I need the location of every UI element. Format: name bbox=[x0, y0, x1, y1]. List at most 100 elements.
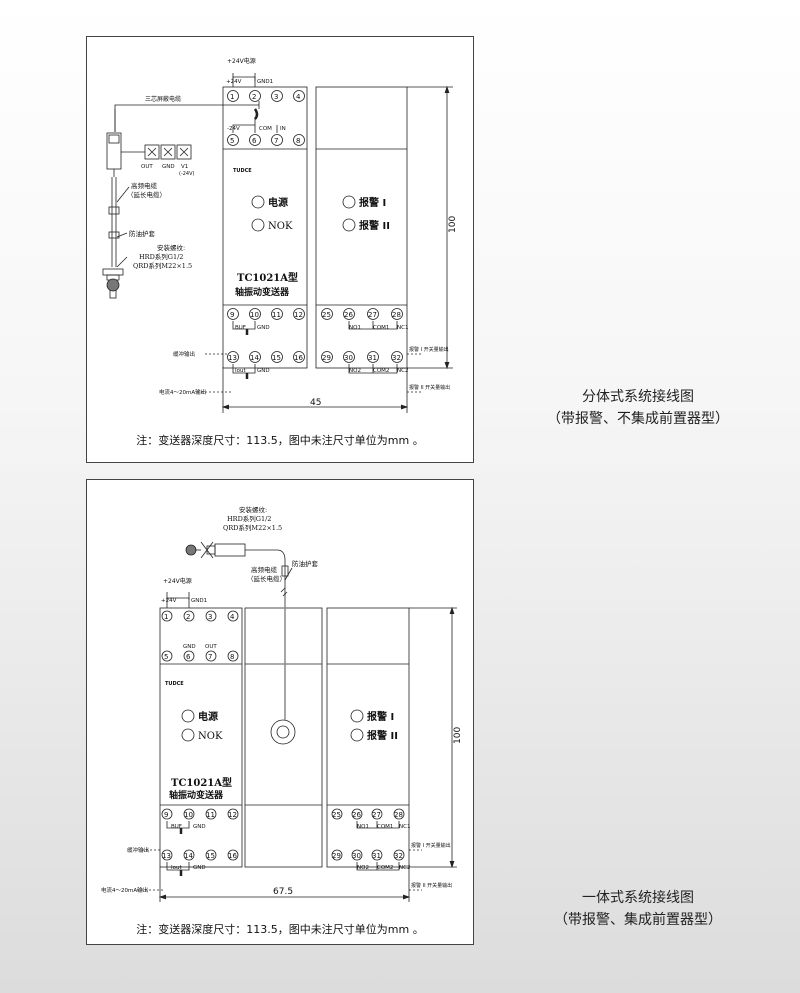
alarm2-led bbox=[342, 218, 356, 232]
svg-text:高频电缆: 高频电缆 bbox=[131, 181, 158, 190]
svg-text:NC1: NC1 bbox=[399, 824, 410, 830]
svg-text:COM1: COM1 bbox=[377, 824, 393, 830]
alarm2-label: 报警 II bbox=[359, 219, 390, 232]
svg-text:12: 12 bbox=[294, 311, 303, 319]
svg-text:30: 30 bbox=[352, 852, 361, 860]
svg-text:NC2: NC2 bbox=[399, 865, 410, 871]
svg-text:NC2: NC2 bbox=[397, 368, 408, 374]
svg-text:31: 31 bbox=[372, 852, 381, 860]
svg-text:+24V: +24V bbox=[161, 598, 177, 604]
svg-text:11: 11 bbox=[206, 811, 215, 819]
caption-title: 一体式系统接线图 bbox=[582, 890, 694, 906]
model-name: 轴振动变送器 bbox=[235, 286, 290, 298]
svg-text:26: 26 bbox=[352, 811, 361, 819]
diagram-panel-split: +24V电源 +24V GND1 1 2 3 4 5 6 7 8 -24V CO… bbox=[86, 36, 474, 463]
svg-text:1: 1 bbox=[164, 613, 168, 621]
height-dimension: 100 bbox=[453, 727, 463, 744]
svg-text:3: 3 bbox=[208, 613, 212, 621]
svg-text:COM1: COM1 bbox=[373, 325, 389, 331]
svg-text:25: 25 bbox=[322, 311, 331, 319]
transmitter-module bbox=[222, 86, 308, 369]
probe-cable-label: 三芯屏蔽电缆 bbox=[145, 95, 181, 103]
svg-text:8: 8 bbox=[230, 653, 234, 661]
model-name: 轴振动变送器 bbox=[169, 789, 224, 801]
svg-text:15: 15 bbox=[272, 354, 281, 362]
svg-text:2: 2 bbox=[252, 93, 256, 101]
svg-text:高频电缆: 高频电缆 bbox=[251, 565, 278, 574]
height-dimension: 100 bbox=[448, 216, 458, 233]
alarm1-led bbox=[342, 195, 356, 209]
nok-led-label: NOK bbox=[268, 221, 293, 232]
alarm1-out-label: 报警 I 开关量输出 bbox=[411, 842, 451, 849]
model-label: TC1021A型 bbox=[237, 271, 298, 284]
svg-text:(-24V): (-24V) bbox=[179, 171, 195, 177]
svg-text:14: 14 bbox=[250, 354, 259, 362]
svg-text:NO2: NO2 bbox=[357, 865, 369, 871]
svg-text:14: 14 bbox=[184, 852, 193, 860]
alarm2-out-label: 报警 II 开关量输出 bbox=[409, 384, 450, 391]
nok-led bbox=[181, 728, 195, 742]
svg-text:11: 11 bbox=[272, 311, 281, 319]
alarm2-led bbox=[350, 728, 364, 742]
svg-text:9: 9 bbox=[164, 811, 168, 819]
svg-text:1: 1 bbox=[230, 93, 234, 101]
svg-text:防油护套: 防油护套 bbox=[129, 229, 156, 238]
svg-text:15: 15 bbox=[206, 852, 215, 860]
depth-note: 注：变送器深度尺寸：113.5，图中未注尺寸单位为mm 。 bbox=[136, 434, 424, 447]
svg-text:9: 9 bbox=[230, 311, 234, 319]
svg-text:防油护套: 防油护套 bbox=[292, 559, 319, 568]
nok-led bbox=[251, 218, 265, 232]
svg-text:31: 31 bbox=[368, 354, 377, 362]
svg-text:13: 13 bbox=[162, 852, 171, 860]
caption-integrated: 一体式系统接线图 （带报警、集成前置器型） bbox=[508, 887, 768, 931]
svg-text:NC1: NC1 bbox=[397, 325, 408, 331]
top-terminals bbox=[227, 90, 305, 146]
svg-text:COM2: COM2 bbox=[373, 368, 389, 374]
svg-text:NO1: NO1 bbox=[349, 325, 361, 331]
svg-text:25: 25 bbox=[332, 811, 341, 819]
caption-split: 分体式系统接线图 （带报警、不集成前置器型） bbox=[508, 386, 768, 430]
svg-text:29: 29 bbox=[322, 354, 331, 362]
power-led bbox=[251, 195, 265, 209]
power-led-label: 电源 bbox=[268, 196, 288, 209]
svg-text:IN: IN bbox=[280, 126, 286, 132]
svg-text:7: 7 bbox=[274, 137, 278, 145]
probe-tip bbox=[106, 278, 120, 292]
svg-text:OUT: OUT bbox=[205, 644, 217, 650]
svg-text:GND1: GND1 bbox=[257, 79, 273, 85]
brand-logo: TUDCE bbox=[233, 168, 252, 174]
svg-text:（延长电缆）: （延长电缆） bbox=[247, 574, 286, 583]
diagram-panel-integrated: 安装螺纹: HRD系列G1/2 QRD系列M22×1.5 高频电缆 （延长电缆）… bbox=[86, 479, 474, 945]
svg-text:NO1: NO1 bbox=[357, 824, 369, 830]
svg-text:+24V电源: +24V电源 bbox=[163, 577, 192, 585]
svg-text:COM: COM bbox=[259, 126, 272, 132]
alarm-module bbox=[315, 86, 408, 369]
integrated-wiring-diagram: 安装螺纹: HRD系列G1/2 QRD系列M22×1.5 高频电缆 （延长电缆）… bbox=[101, 505, 463, 902]
svg-text:BUF: BUF bbox=[171, 824, 182, 830]
svg-text:GND: GND bbox=[193, 824, 206, 830]
svg-text:4: 4 bbox=[296, 93, 301, 101]
svg-text:6: 6 bbox=[252, 137, 257, 145]
svg-text:30: 30 bbox=[344, 354, 353, 362]
svg-text:GND1: GND1 bbox=[191, 598, 207, 604]
caption-subtitle: （带报警、集成前置器型） bbox=[554, 912, 722, 928]
width-dimension: 45 bbox=[310, 398, 321, 408]
split-wiring-diagram: +24V电源 +24V GND1 1 2 3 4 5 6 7 8 -24V CO… bbox=[102, 57, 458, 413]
svg-text:NO2: NO2 bbox=[349, 368, 361, 374]
svg-text:V1: V1 bbox=[181, 164, 188, 170]
buffer-out-label: 缓冲输出 bbox=[127, 846, 149, 854]
svg-text:BUF: BUF bbox=[235, 325, 246, 331]
svg-text:GND: GND bbox=[193, 865, 206, 871]
svg-text:GND: GND bbox=[162, 164, 175, 170]
svg-text:5: 5 bbox=[230, 137, 234, 145]
caption-subtitle: （带报警、不集成前置器型） bbox=[547, 411, 729, 427]
bottom-terminals bbox=[227, 308, 403, 363]
svg-text:2: 2 bbox=[186, 613, 190, 621]
svg-text:6: 6 bbox=[186, 653, 191, 661]
svg-text:GND: GND bbox=[257, 325, 270, 331]
supply-label: +24V电源 bbox=[227, 57, 256, 65]
svg-text:HRD系列G1/2: HRD系列G1/2 bbox=[227, 514, 271, 523]
svg-text:GND: GND bbox=[183, 644, 196, 650]
current-out-label: 电流4～20mA输出 bbox=[159, 388, 206, 396]
model-label: TC1021A型 bbox=[171, 776, 232, 789]
